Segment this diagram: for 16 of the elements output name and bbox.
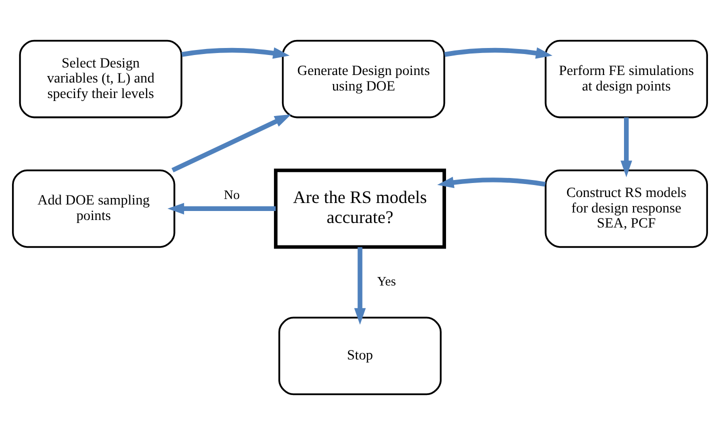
edge-label: Yes [377,274,396,289]
edge-label: No [224,186,240,202]
arrow [168,202,276,214]
arrow [444,47,552,59]
arrow [354,247,366,325]
arrow [437,176,546,188]
arrow [620,117,632,178]
node-box: Generate Design points using DOE [282,40,446,118]
node-box: Are the RS models accurate? [274,168,446,249]
node-box: Select Design variables (t, L) and specify their levels [19,40,182,118]
node-box: Stop [278,316,442,396]
arrow [172,114,292,172]
node-box: Add DOE sampling points [12,169,176,248]
node-box: Construct RS models for design response SEA, PCF [544,169,708,248]
arrow [181,47,290,59]
node-box: Perform FE simulations at design points [544,40,708,118]
